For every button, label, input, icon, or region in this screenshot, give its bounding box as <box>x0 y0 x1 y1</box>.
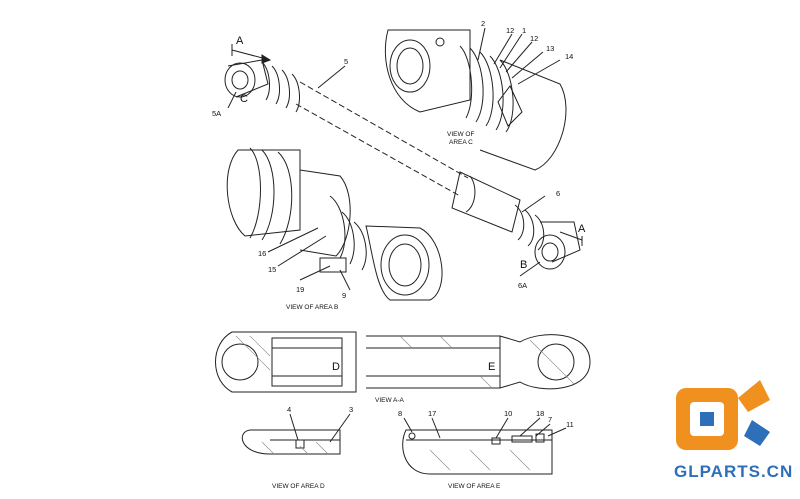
caption-view-c-line1: VIEW OF <box>447 131 474 138</box>
label-part-14: 14 <box>565 52 573 61</box>
detail-view-area-e <box>402 417 567 475</box>
label-part-8: 8 <box>398 409 402 418</box>
label-part-12b: 12 <box>530 34 538 43</box>
watermark-brand-text: GLPARTS.CN <box>674 462 794 481</box>
label-part-12a: 12 <box>506 26 514 35</box>
label-part-11: 11 <box>566 420 574 429</box>
label-part-17: 17 <box>428 409 436 418</box>
label-part-16: 16 <box>258 249 266 258</box>
label-part-5a: 5A <box>212 109 221 118</box>
caption-view-a-a: VIEW A-A <box>375 397 405 404</box>
label-part-10: 10 <box>504 409 512 418</box>
label-part-2: 2 <box>481 19 485 28</box>
label-part-13: 13 <box>546 44 554 53</box>
label-part-3: 3 <box>349 405 353 414</box>
detail-view-area-b <box>226 65 546 301</box>
label-part-5: 5 <box>344 57 348 66</box>
caption-view-b: VIEW OF AREA B <box>286 304 338 311</box>
label-part-1: 1 <box>522 26 526 35</box>
label-part-7: 7 <box>548 415 552 424</box>
label-d: D <box>332 361 340 373</box>
section-arrow-a-top <box>231 44 272 64</box>
label-part-9: 9 <box>342 291 346 300</box>
label-part-19: 19 <box>296 285 304 294</box>
caption-view-d: VIEW OF AREA D <box>272 483 325 490</box>
label-c: C <box>240 93 248 105</box>
caption-view-e: VIEW OF AREA E <box>448 483 501 490</box>
glparts-logo-icon <box>676 380 770 450</box>
detail-view-area-d <box>241 413 351 455</box>
label-part-15: 15 <box>268 265 276 274</box>
label-part-6: 6 <box>556 189 560 198</box>
label-a-top: A <box>236 35 244 47</box>
label-a-right: A <box>578 223 586 235</box>
label-b: B <box>520 259 527 271</box>
detail-view-area-c <box>384 27 567 171</box>
section-arrow-a-right <box>559 231 583 246</box>
label-part-18: 18 <box>536 409 544 418</box>
caption-view-c-line2: AREA C <box>449 139 473 146</box>
section-view-a-a <box>215 331 591 393</box>
cylinder-main-body <box>224 59 581 270</box>
label-part-6a: 6A <box>518 281 527 290</box>
label-part-4: 4 <box>287 405 291 414</box>
label-e: E <box>488 361 495 373</box>
